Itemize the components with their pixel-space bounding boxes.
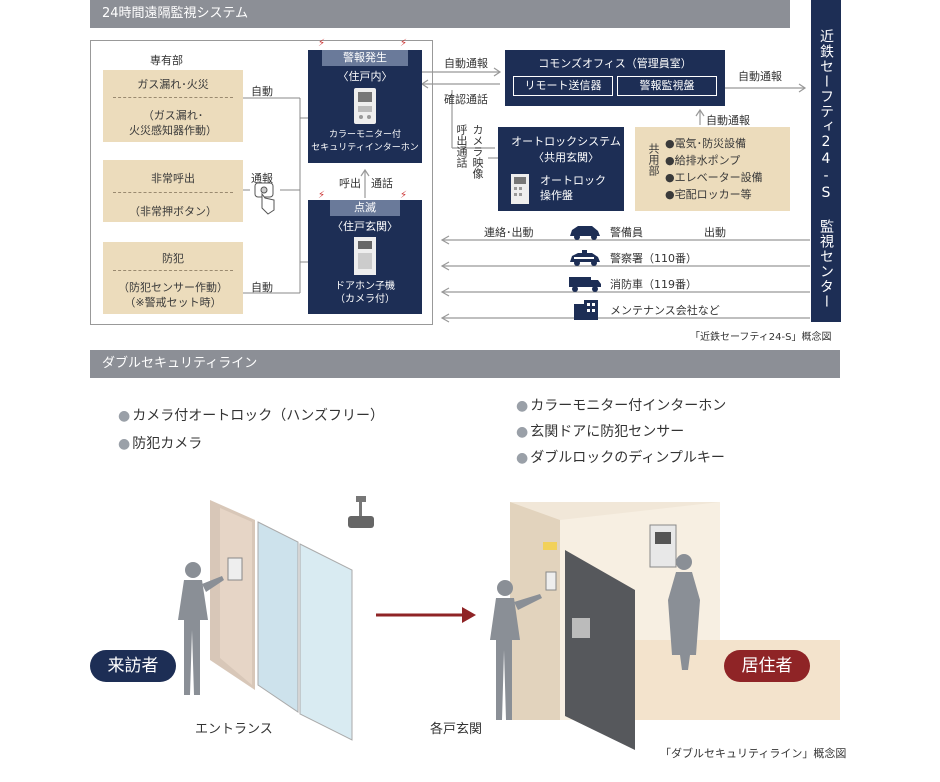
hand-press-icon bbox=[252, 180, 278, 216]
section-header-double-security: ダブルセキュリティライン bbox=[90, 350, 840, 378]
visitor-badge: 来訪者 bbox=[90, 650, 176, 682]
auto-report-label: 自動通報 bbox=[444, 55, 488, 71]
intercom-icon bbox=[353, 87, 377, 125]
autolock-box: オートロックシステム 〈共用玄関〉 オートロック操作盤 bbox=[498, 127, 624, 211]
feature-left: 防犯カメラ bbox=[118, 433, 202, 453]
common-item: ●宅配ロッカー等 bbox=[665, 186, 763, 203]
confirm-call-label: 確認通話 bbox=[444, 91, 488, 107]
system-caption: 「近鉄セーフティ24-S」概念図 bbox=[690, 328, 831, 343]
responder-guard: 警備員 bbox=[610, 224, 643, 240]
call-label-left: 呼出 bbox=[339, 175, 361, 191]
flash-siren-icon-right: ⚡ bbox=[400, 190, 407, 201]
monitoring-center: 近鉄セーフティ24-S 監視センター bbox=[811, 0, 841, 322]
fire-truck-icon bbox=[568, 274, 602, 292]
dispatch-contact-label: 連絡･出動 bbox=[484, 224, 534, 240]
car-icon bbox=[568, 224, 602, 240]
camera-icon bbox=[348, 496, 374, 528]
building-icon bbox=[572, 298, 600, 320]
feature-left: カメラ付オートロック（ハンズフリー） bbox=[118, 405, 384, 425]
responder-police: 警察署（110番） bbox=[610, 250, 697, 266]
autolock-panel-icon bbox=[510, 173, 530, 205]
double-security-illustration bbox=[0, 480, 940, 750]
alarm-panel-button: 警報監視盤 bbox=[617, 76, 717, 96]
resident-badge: 居住者 bbox=[724, 650, 810, 682]
double-security-caption: 「ダブルセキュリティライン」概念図 bbox=[660, 745, 846, 761]
commons-auto-report-label: 自動通報 bbox=[738, 68, 782, 84]
doorphone-box: 点滅 〈住戸玄関〉 ドアホン子機（カメラ付） bbox=[308, 200, 422, 314]
call-label-right: 通話 bbox=[371, 175, 393, 191]
common-auto-report-label: 自動通報 bbox=[706, 112, 750, 128]
remote-transmitter-button: リモート送信器 bbox=[513, 76, 613, 96]
common-item: ●エレベーター設備 bbox=[665, 169, 763, 186]
alarm-badge: 警報発生 bbox=[322, 50, 408, 66]
entrance-label: エントランス bbox=[195, 718, 273, 737]
common-item: ●給排水ポンプ bbox=[665, 152, 763, 169]
dispatch-label: 出動 bbox=[704, 224, 726, 240]
door-label: 各戸玄関 bbox=[430, 718, 482, 737]
common-area-label: 共用部 bbox=[645, 143, 661, 176]
siren-icon-right: ⚡ bbox=[400, 38, 407, 49]
common-item: ●電気･防災設備 bbox=[665, 135, 763, 152]
flash-badge: 点滅 bbox=[330, 200, 400, 216]
feature-right: カラーモニター付インターホン bbox=[516, 395, 726, 415]
responder-fire: 消防車（119番） bbox=[610, 276, 697, 292]
doorphone-icon bbox=[353, 236, 377, 276]
flash-siren-icon: ⚡ bbox=[318, 190, 325, 201]
alarm-intercom-box: 警報発生 〈住戸内〉 カラーモニター付セキュリティインターホン bbox=[308, 50, 422, 163]
camera-vertical-label: カメラ映像 bbox=[469, 124, 485, 179]
responder-maintenance: メンテナンス会社など bbox=[610, 302, 720, 318]
call-vertical-label: 呼出通話 bbox=[453, 124, 469, 168]
feature-right: 玄関ドアに防犯センサー bbox=[516, 421, 684, 441]
common-area-box: 共用部 ●電気･防災設備 ●給排水ポンプ ●エレベーター設備 ●宅配ロッカー等 bbox=[635, 127, 790, 211]
commons-office-box: コモンズオフィス（管理員室） リモート送信器 警報監視盤 bbox=[505, 50, 725, 106]
siren-icon: ⚡ bbox=[318, 38, 325, 49]
police-car-icon bbox=[568, 250, 602, 266]
feature-right: ダブルロックのディンプルキー bbox=[516, 447, 725, 467]
